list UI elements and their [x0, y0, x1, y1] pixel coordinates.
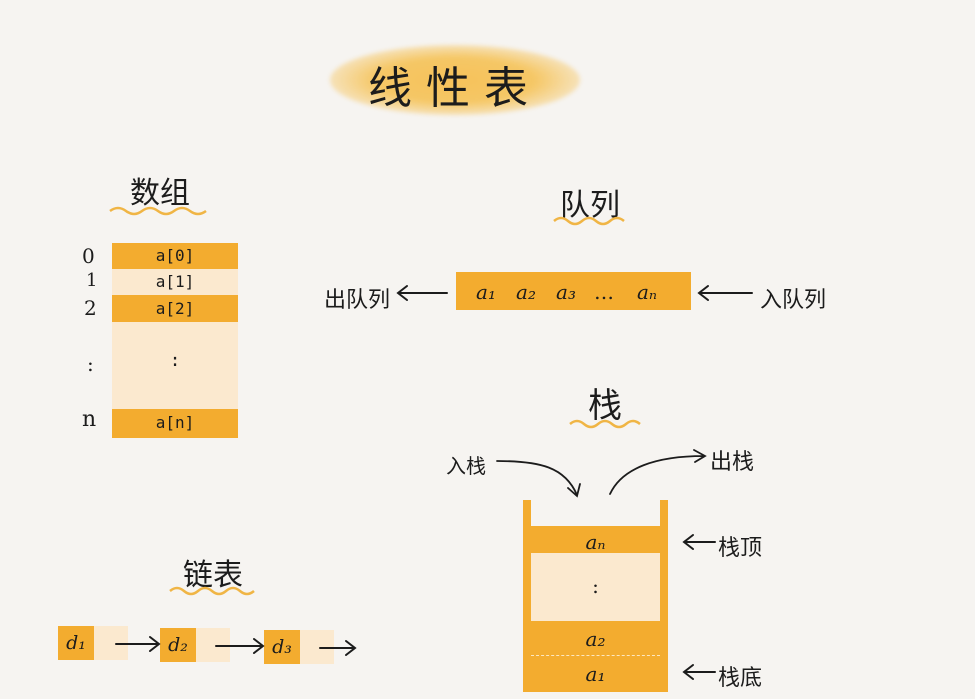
stack-second-item: a₂	[585, 627, 606, 651]
queue-bar	[456, 272, 691, 310]
queue-item: a₂	[516, 280, 536, 304]
stack-divider	[531, 655, 660, 657]
array-cell-1	[112, 269, 238, 295]
linked-node-label: d₃	[272, 636, 292, 658]
array-cell-label: a[2]	[155, 299, 195, 318]
array-cell-label: :	[169, 350, 181, 371]
array-heading: 数组	[130, 176, 190, 211]
stack-middle-ellipsis: :	[592, 574, 599, 598]
enqueue-arrow	[697, 285, 753, 301]
linked-arrow	[319, 640, 357, 656]
array-cell-label: a[n]	[155, 413, 195, 432]
array-index: 1	[86, 270, 98, 291]
stack-bottom-arrow	[682, 664, 716, 680]
stack-opening	[531, 500, 660, 526]
page-title: 线性表	[368, 63, 542, 114]
array-cell-ellipsis	[112, 322, 238, 409]
stack-heading-underline	[569, 419, 641, 429]
pop-label: 出栈	[710, 450, 755, 475]
array-cell-2	[112, 295, 238, 322]
stack-bottom-item: a₁	[585, 662, 606, 686]
array-index: 2	[84, 296, 97, 320]
stack-bottom-label: 栈底	[718, 666, 763, 691]
linked-arrow	[115, 636, 161, 652]
queue-item: a₁	[476, 280, 496, 304]
linked-node-data	[160, 628, 196, 662]
array-cell-0	[112, 243, 238, 269]
array-heading-underline	[109, 206, 207, 216]
array-index: 0	[82, 244, 95, 268]
push-label: 入栈	[446, 454, 486, 478]
linked-node-label: d₂	[168, 634, 188, 656]
dequeue-arrow	[396, 285, 448, 301]
stack-heading: 栈	[588, 386, 622, 426]
stack-top-arrow	[682, 534, 716, 550]
linked-list-heading-underline	[169, 586, 255, 596]
enqueue-label: 入队列	[760, 288, 827, 313]
stack-middle-area	[531, 553, 660, 621]
linked-node-label: d₁	[66, 632, 86, 654]
queue-item: aₙ	[636, 280, 658, 304]
linked-node-data	[58, 626, 94, 660]
queue-item: …	[594, 280, 614, 304]
array-cell-n	[112, 409, 238, 438]
array-index: n	[82, 407, 97, 432]
queue-item: a₃	[556, 280, 576, 304]
array-cell-label: a[0]	[155, 246, 195, 265]
array-index: :	[87, 352, 94, 376]
stack-top-item: aₙ	[585, 530, 606, 554]
pop-arrow	[609, 449, 707, 495]
queue-heading-underline	[553, 216, 625, 226]
push-arrow	[496, 460, 581, 498]
linked-arrow	[215, 638, 265, 654]
array-cell-label: a[1]	[155, 272, 195, 291]
title-highlight	[330, 45, 580, 115]
stack-top-label: 栈顶	[718, 536, 763, 561]
linked-node-data	[264, 630, 300, 664]
dequeue-label: 出队列	[324, 288, 391, 313]
